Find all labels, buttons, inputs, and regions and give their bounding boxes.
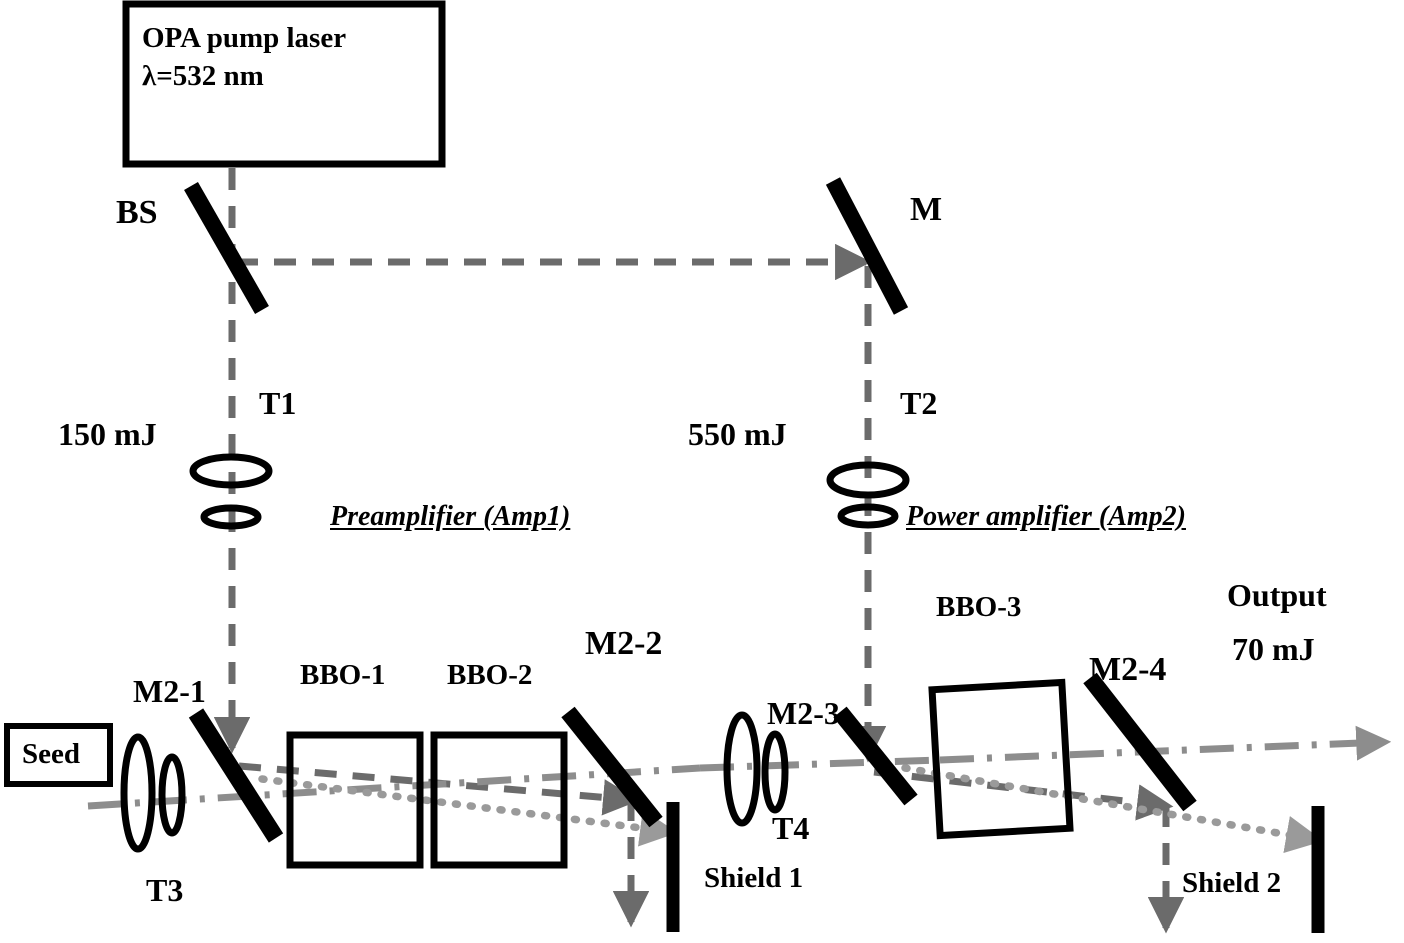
seed-source-box bbox=[4, 723, 113, 787]
mirror-m2-4 bbox=[1083, 672, 1197, 812]
shield-2-label: Shield 2 bbox=[1182, 867, 1282, 899]
signal-beam-paths bbox=[87, 725, 1392, 810]
energy-preamp-label: 150 mJ bbox=[58, 416, 157, 452]
t4-lens-small bbox=[761, 730, 789, 814]
mirror-m2-3 bbox=[833, 706, 918, 806]
t1-label: T1 bbox=[259, 385, 297, 421]
idler-beam-amp1 bbox=[258, 775, 678, 847]
output-energy-label: 70 mJ bbox=[1232, 631, 1315, 667]
t1-lens-large bbox=[189, 453, 273, 489]
m2-4-label: M2-4 bbox=[1089, 651, 1167, 688]
beam-splitter-bs bbox=[184, 182, 269, 314]
crystal-bbo-1 bbox=[286, 731, 424, 869]
bbo-1-label: BBO-1 bbox=[300, 659, 386, 691]
output-title-label: Output bbox=[1227, 577, 1327, 613]
pump-beam-paths bbox=[213, 168, 1185, 934]
m-label: M bbox=[910, 191, 943, 228]
bs-label: BS bbox=[116, 194, 158, 231]
mirror-m2-2 bbox=[561, 706, 663, 828]
bbo-2-label: BBO-2 bbox=[447, 659, 533, 691]
m2-2-label: M2-2 bbox=[585, 625, 663, 662]
opa-pump-laser-box bbox=[122, 0, 446, 168]
seed-label: Seed bbox=[22, 738, 80, 770]
opa-pump-laser-line2: λ=532 nm bbox=[142, 60, 264, 92]
m2-1-label: M2-1 bbox=[133, 673, 206, 709]
signal-beam-output bbox=[939, 725, 1392, 764]
t4-label: T4 bbox=[772, 810, 810, 846]
t3-label: T3 bbox=[146, 872, 184, 908]
idler-beam-amp2 bbox=[901, 764, 1324, 853]
t2-label: T2 bbox=[900, 385, 938, 421]
opa-pump-laser-line1: OPA pump laser bbox=[142, 22, 347, 54]
telescope-t3 bbox=[120, 733, 186, 853]
signal-beam-to-amp2 bbox=[699, 756, 941, 772]
telescope-t1 bbox=[189, 453, 273, 530]
power-amplifier-label: Power amplifier (Amp2) bbox=[906, 501, 1186, 532]
mirror-m bbox=[825, 177, 909, 315]
m2-3-label: M2-3 bbox=[767, 695, 840, 731]
crystal-bbo-2 bbox=[430, 731, 568, 869]
energy-poweramp-label: 550 mJ bbox=[688, 416, 787, 452]
crystal-bbo-3 bbox=[928, 678, 1074, 840]
telescope-t4 bbox=[723, 711, 789, 827]
telescope-t2 bbox=[826, 461, 910, 529]
mirror-m2-1 bbox=[188, 708, 284, 843]
t2-lens-large bbox=[826, 461, 910, 499]
t4-lens-large bbox=[723, 711, 761, 827]
bbo-3-label: BBO-3 bbox=[936, 591, 1022, 623]
t3-lens-large bbox=[120, 733, 156, 853]
idler-beam-paths bbox=[258, 764, 1324, 853]
pump-beam-through-bbo3 bbox=[873, 768, 1174, 821]
t2-lens-small bbox=[837, 503, 899, 529]
preamplifier-label: Preamplifier (Amp1) bbox=[330, 501, 571, 532]
t3-lens-small bbox=[158, 753, 186, 837]
shield-1-label: Shield 1 bbox=[704, 862, 804, 894]
t1-lens-small bbox=[200, 504, 262, 530]
